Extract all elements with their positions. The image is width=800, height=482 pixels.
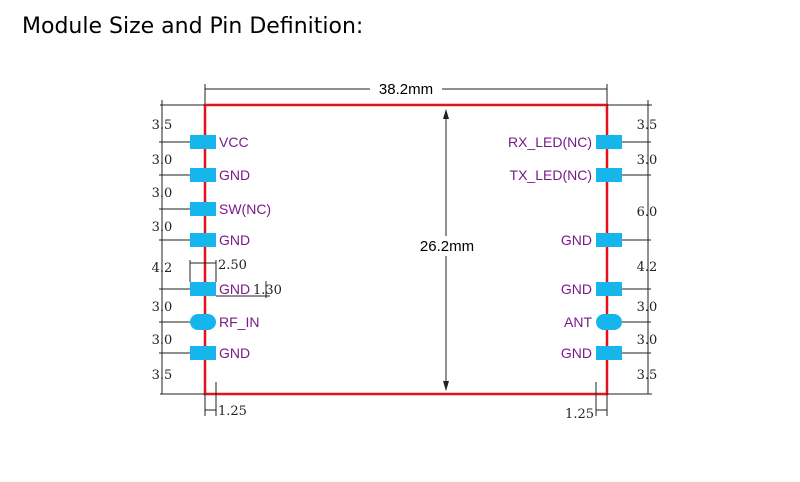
pin-spacing-label: 3.5 — [152, 368, 173, 383]
pin-spacing-label: 3.5 — [152, 118, 173, 133]
pin-label: RF_IN — [219, 314, 259, 330]
pin-label: VCC — [219, 134, 249, 150]
pad-width-label: 2.50 — [218, 258, 247, 273]
pad-height-label: 1.30 — [253, 283, 282, 298]
right-edge-offset: 1.25 — [565, 407, 594, 422]
pin-pad — [190, 135, 216, 149]
round-pad — [190, 314, 216, 330]
pin-label: ANT — [564, 314, 592, 330]
module-outline — [203, 103, 609, 396]
pin-pad — [596, 346, 622, 360]
width-label: 38.2mm — [379, 81, 433, 98]
pin-spacing-label: 3.5 — [637, 118, 658, 133]
pin-spacing-label: 3.0 — [152, 333, 173, 348]
pin-label: GND — [219, 281, 250, 297]
pin-spacing-label: 3.0 — [152, 220, 173, 235]
pin-spacing-label: 3.0 — [637, 300, 658, 315]
round-pad — [596, 314, 622, 330]
pin-label: GND — [561, 232, 592, 248]
pin-label: GND — [219, 232, 250, 248]
pin-label: TX_LED(NC) — [510, 167, 592, 183]
pin-pad — [596, 168, 622, 182]
pin-pad — [190, 202, 216, 216]
pin-spacing-label: 4.2 — [152, 261, 173, 276]
pin-label: GND — [219, 345, 250, 361]
pin-spacing-label: 4.2 — [637, 260, 658, 275]
pin-pad — [190, 233, 216, 247]
pin-pad — [190, 346, 216, 360]
pin-label: GND — [219, 167, 250, 183]
pin-pad — [596, 135, 622, 149]
left-edge-offset: 1.25 — [218, 404, 247, 419]
pin-spacing-label: 3.0 — [637, 153, 658, 168]
pin-spacing-label: 6.0 — [637, 205, 658, 220]
pin-pad — [190, 168, 216, 182]
pin-spacing-label: 3.0 — [152, 186, 173, 201]
pin-spacing-label: 3.0 — [637, 333, 658, 348]
page-title: Module Size and Pin Definition: — [22, 14, 364, 39]
pin-label: GND — [561, 345, 592, 361]
pin-spacing-label: 3.0 — [152, 300, 173, 315]
pin-label: SW(NC) — [219, 201, 271, 217]
pin-pad — [190, 282, 216, 296]
height-label: 26.2mm — [420, 238, 474, 255]
pin-pad — [596, 233, 622, 247]
pin-spacing-label: 3.5 — [637, 368, 658, 383]
pin-spacing-label: 3.0 — [152, 153, 173, 168]
pin-pad — [596, 282, 622, 296]
pin-label: RX_LED(NC) — [508, 134, 592, 150]
pin-label: GND — [561, 281, 592, 297]
